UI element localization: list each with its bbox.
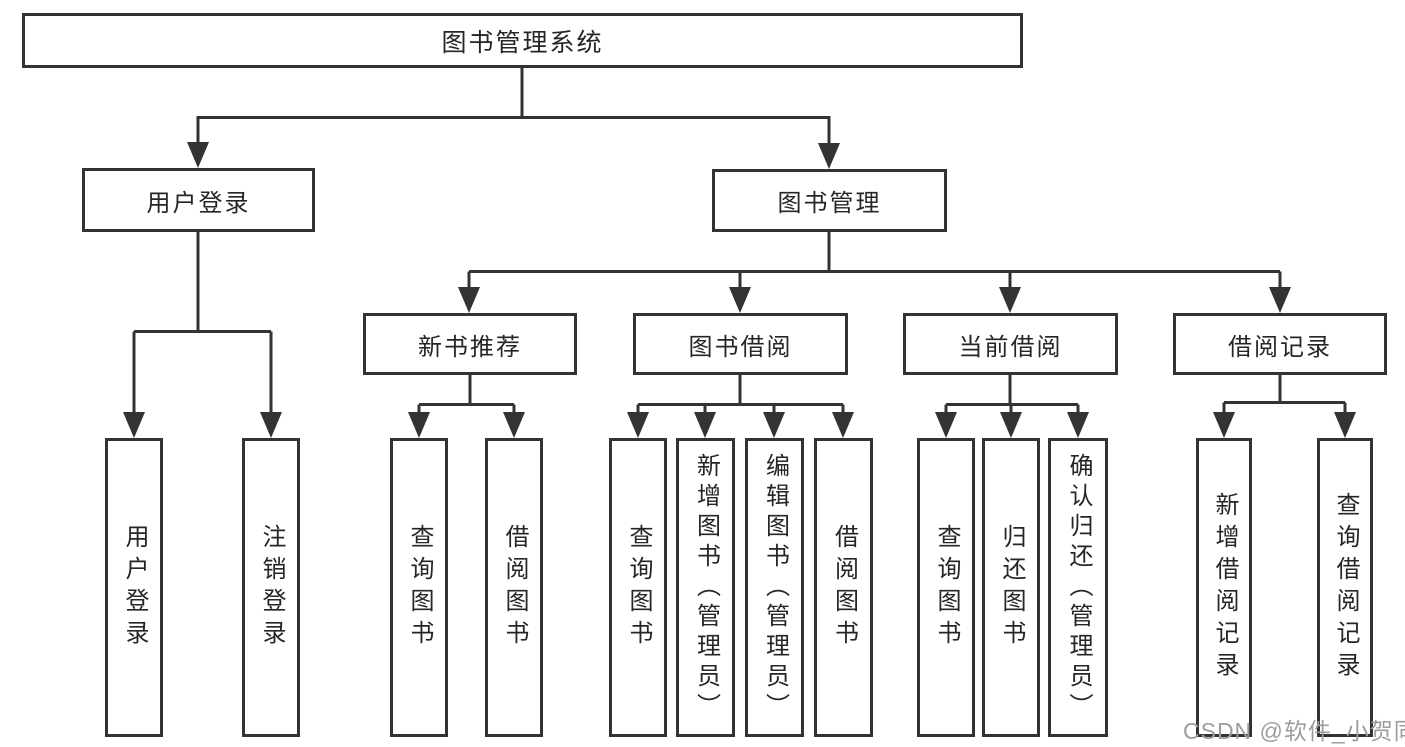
node-user-login-leaf-label: 用户登录 <box>121 523 148 652</box>
node-return-books-label: 归还图书 <box>998 523 1025 652</box>
node-confirm-return-admin-label: 确认归还（管理员） <box>1065 452 1092 723</box>
node-user-login: 用户登录 <box>82 168 315 232</box>
node-borrow-records-label: 借阅记录 <box>1228 333 1332 361</box>
node-borrow-records: 借阅记录 <box>1173 313 1387 375</box>
node-book-management: 图书管理 <box>712 169 947 232</box>
node-borrow-books-borrowing-label: 借阅图书 <box>830 523 858 652</box>
node-new-book-recommend: 新书推荐 <box>363 313 577 375</box>
node-borrow-books-recommend-label: 借阅图书 <box>501 523 528 652</box>
node-current-borrowing-label: 当前借阅 <box>958 333 1063 361</box>
node-query-books-current: 查询图书 <box>917 438 975 737</box>
node-add-books-admin: 新增图书（管理员） <box>676 438 735 737</box>
node-query-books-recommend: 查询图书 <box>390 438 448 737</box>
csdn-watermark: CSDN @软件_小贺同学 <box>1183 718 1405 744</box>
node-new-book-recommend-label: 新书推荐 <box>418 333 522 361</box>
node-add-borrow-record-label: 新增借阅记录 <box>1211 491 1238 684</box>
node-query-books-recommend-label: 查询图书 <box>406 523 433 652</box>
node-user-login-label: 用户登录 <box>146 189 251 217</box>
node-edit-books-admin-label: 编辑图书（管理员） <box>761 452 789 723</box>
node-query-books-current-label: 查询图书 <box>933 523 960 652</box>
node-edit-books-admin: 编辑图书（管理员） <box>745 438 804 737</box>
node-borrow-books-recommend: 借阅图书 <box>485 438 543 737</box>
node-root-label: 图书管理系统 <box>441 28 604 57</box>
arrowheads <box>123 142 1356 438</box>
node-query-borrow-record: 查询借阅记录 <box>1317 438 1373 737</box>
node-logout-leaf: 注销登录 <box>242 438 300 737</box>
node-query-books-borrowing-label: 查询图书 <box>625 523 652 652</box>
node-return-books: 归还图书 <box>982 438 1040 737</box>
node-logout-leaf-label: 注销登录 <box>258 523 285 652</box>
node-book-borrowing-label: 图书借阅 <box>688 333 793 361</box>
node-borrow-books-borrowing: 借阅图书 <box>814 438 873 737</box>
node-add-borrow-record: 新增借阅记录 <box>1196 438 1252 737</box>
node-book-management-label: 图书管理 <box>777 190 882 217</box>
node-confirm-return-admin: 确认归还（管理员） <box>1048 438 1108 737</box>
node-root: 图书管理系统 <box>22 13 1023 68</box>
node-query-books-borrowing: 查询图书 <box>609 438 667 737</box>
node-book-borrowing: 图书借阅 <box>633 313 848 375</box>
node-user-login-leaf: 用户登录 <box>105 438 163 737</box>
node-query-borrow-record-label: 查询借阅记录 <box>1332 491 1359 684</box>
node-current-borrowing: 当前借阅 <box>903 313 1118 375</box>
node-add-books-admin-label: 新增图书（管理员） <box>692 452 720 723</box>
